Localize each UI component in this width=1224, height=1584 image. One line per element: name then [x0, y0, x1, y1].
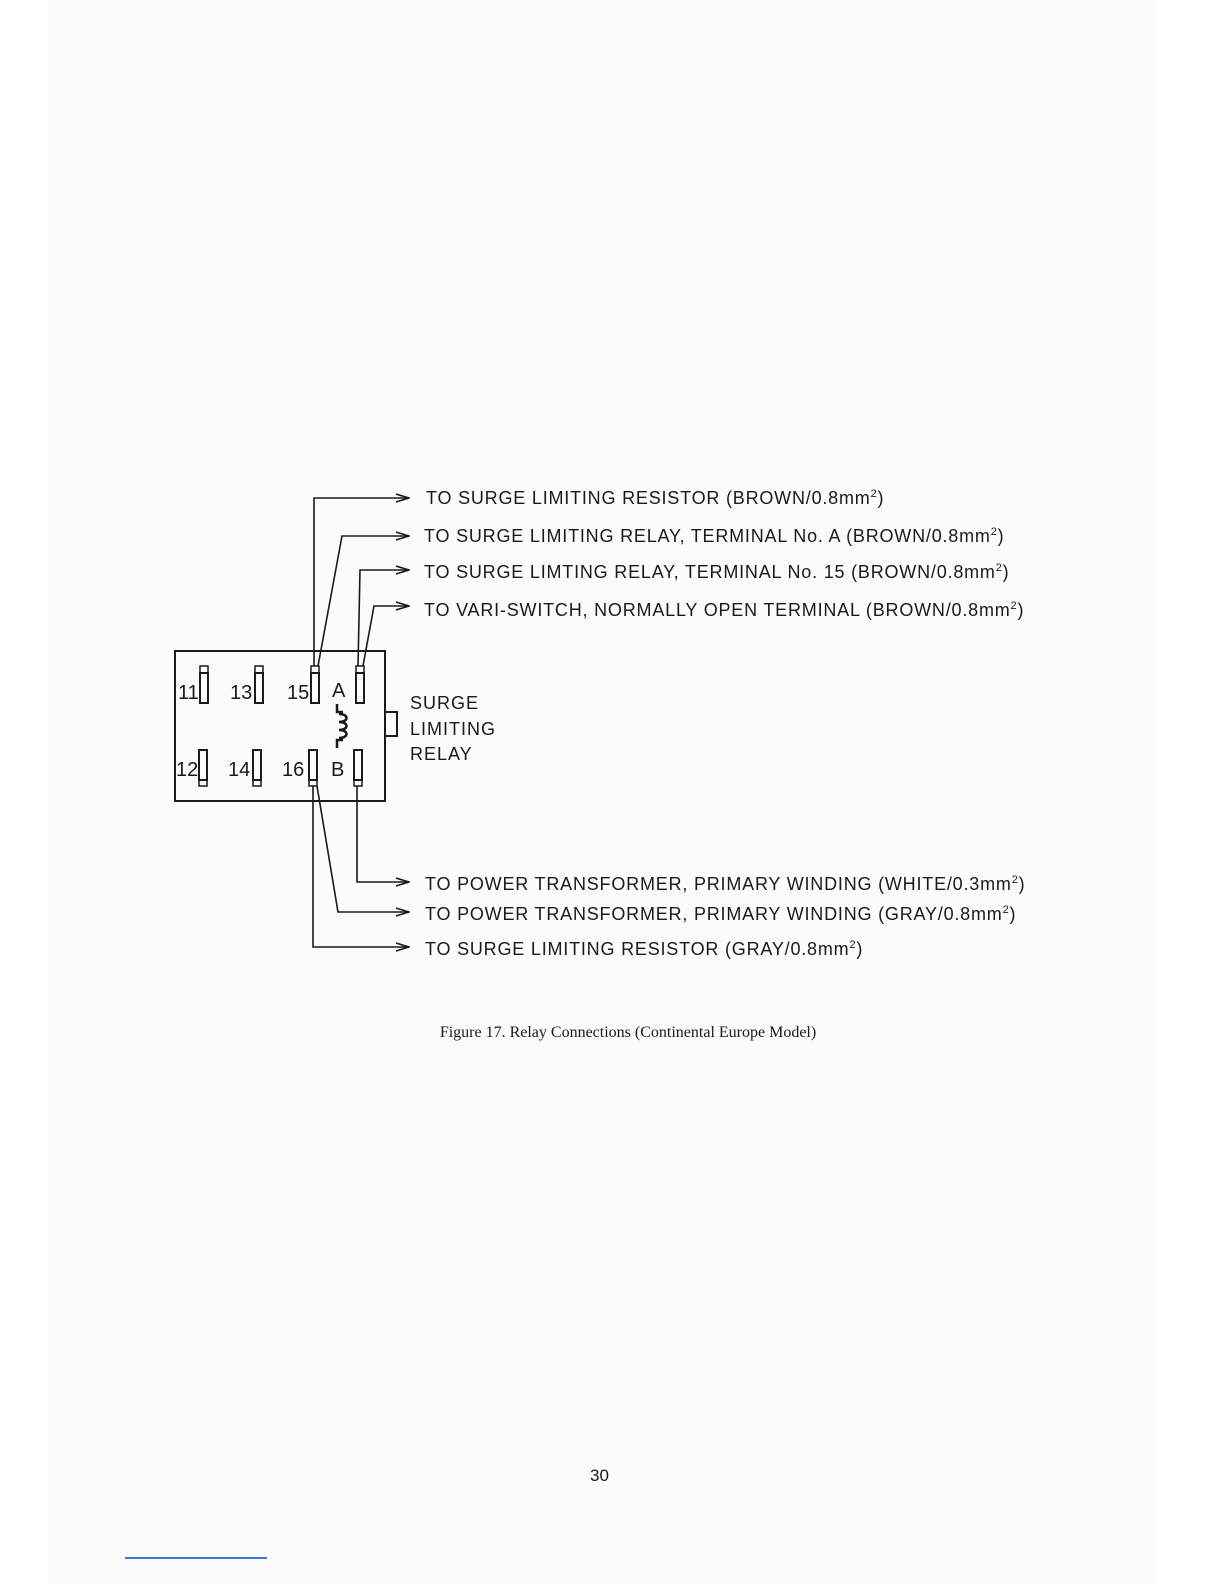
connection-label-bottom-2: TO POWER TRANSFORMER, PRIMARY WINDING (G…: [425, 904, 1016, 924]
terminal-label-a: A: [332, 680, 346, 702]
terminal-label-14: 14: [228, 759, 250, 781]
terminal-13: [254, 665, 264, 704]
terminal-11: [199, 665, 209, 704]
relay-side-tab: [384, 711, 398, 737]
connection-label-bottom-1: TO POWER TRANSFORMER, PRIMARY WINDING (W…: [425, 874, 1025, 894]
figure-caption: Figure 17. Relay Connections (Continenta…: [439, 1024, 817, 1041]
connection-label-top-3: TO SURGE LIMTING RELAY, TERMINAL No. 15 …: [424, 562, 1009, 582]
terminal-14: [252, 749, 262, 787]
terminal-label-15: 15: [287, 682, 309, 704]
relay-name-line-3: RELAY: [410, 744, 473, 764]
wire-to-relay-terminal-15: [357, 570, 409, 667]
terminal-label-b: B: [331, 759, 344, 781]
terminal-label-16: 16: [282, 759, 304, 781]
terminal-label-11: 11: [178, 682, 199, 704]
connection-label-top-1: TO SURGE LIMITING RESISTOR (BROWN/0.8mm2…: [426, 488, 884, 508]
relay-name-line-1: SURGE: [410, 693, 479, 713]
connection-label-top-4: TO VARI-SWITCH, NORMALLY OPEN TERMINAL (…: [424, 600, 1024, 620]
terminal-12: [198, 749, 208, 787]
terminal-label-13: 13: [230, 682, 252, 704]
wire-to-relay-terminal-a: [317, 536, 409, 667]
page-sheet: [48, 0, 1156, 1584]
terminal-15: [310, 665, 320, 704]
footer-rule: [125, 1557, 267, 1559]
wire-to-surge-resistor-gray: [312, 786, 409, 947]
relay-name-line-2: LIMITING: [410, 719, 496, 739]
connection-label-top-2: TO SURGE LIMITING RELAY, TERMINAL No. A …: [424, 526, 1004, 546]
terminal-label-12: 12: [176, 759, 198, 781]
terminal-b: [353, 749, 363, 787]
wire-to-transformer-white: [356, 786, 409, 882]
wire-to-vari-switch: [362, 606, 409, 667]
page-number: 30: [590, 1466, 609, 1485]
connection-label-bottom-3: TO SURGE LIMITING RESISTOR (GRAY/0.8mm2): [425, 939, 863, 959]
terminal-a: [355, 665, 365, 704]
terminal-16: [308, 749, 318, 787]
relay-coil-symbol: [335, 704, 348, 748]
wire-to-surge-resistor-brown: [313, 498, 409, 666]
wire-to-transformer-gray: [316, 785, 409, 912]
